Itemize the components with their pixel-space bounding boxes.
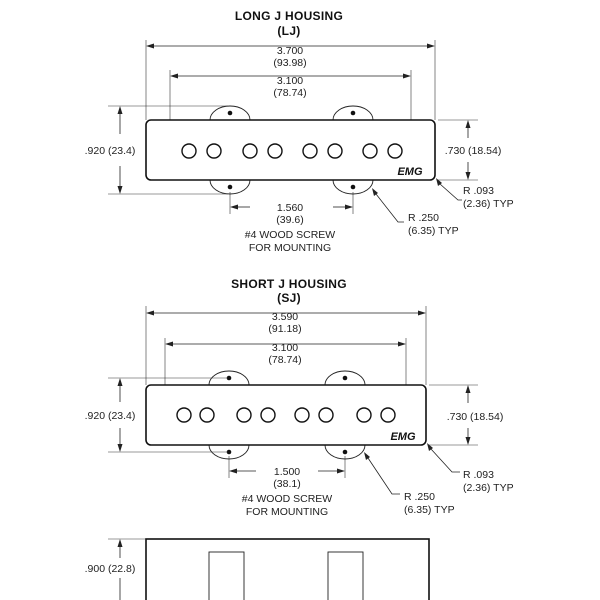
long-body-height-dimension: .730 (18.54) (438, 119, 502, 181)
long-corner-radius-callout: R .093 (2.36) TYP (436, 178, 514, 210)
short-height-label: .920 (23.4) (85, 410, 136, 422)
short-emg-logo: EMG (390, 431, 416, 443)
long-height-dimension: .920 (23.4) (85, 105, 228, 195)
short-screw-note-1: #4 WOOD SCREW (242, 493, 333, 505)
side-mounting-post (327, 551, 364, 600)
long-corner-radius-in: R .093 (463, 185, 494, 197)
pole-piece (318, 407, 334, 423)
pole-piece (380, 407, 396, 423)
pole-piece (176, 407, 192, 423)
long-pole-pieces (181, 143, 403, 159)
short-overall-in: 3.590 (272, 311, 298, 323)
short-inner-in: 3.100 (272, 342, 298, 354)
long-body-height-label: .730 (18.54) (445, 145, 502, 157)
long-housing-body (145, 119, 436, 181)
short-screw-hole (226, 375, 232, 381)
short-corner-radius-callout: R .093 (2.36) TYP (427, 443, 514, 494)
long-screw-hole (227, 184, 233, 190)
short-screw-note-2: FOR MOUNTING (246, 506, 328, 518)
short-title: SHORT J HOUSING (231, 277, 347, 291)
pole-piece (294, 407, 310, 423)
long-screw-spacing-mm: (39.6) (276, 214, 303, 226)
long-j-housing: LONG J HOUSING (LJ) 3.700 (93.98) 3.100 … (85, 9, 514, 254)
short-body-height-label: .730 (18.54) (447, 411, 504, 423)
long-screw-note-1: #4 WOOD SCREW (245, 229, 336, 241)
short-ear-radius-callout: R .250 (6.35) TYP (364, 452, 455, 516)
short-inner-mm: (78.74) (268, 354, 301, 366)
short-screw-spacing-mm: (38.1) (273, 478, 300, 490)
long-screw-note-2: FOR MOUNTING (249, 242, 331, 254)
short-screw-hole (226, 449, 232, 455)
short-housing-body (145, 384, 427, 446)
short-screw-spacing-dimension: 1.500 (38.1) (228, 456, 346, 490)
long-inner-mm: (78.74) (273, 87, 306, 99)
short-corner-radius-mm: (2.36) TYP (463, 482, 514, 494)
pole-piece (181, 143, 197, 159)
short-screw-hole (342, 375, 348, 381)
short-screw-spacing-in: 1.500 (274, 466, 300, 478)
long-code: (LJ) (277, 24, 300, 38)
long-ear-radius-callout: R .250 (6.35) TYP (372, 188, 459, 237)
long-screw-hole (350, 184, 356, 190)
long-ear-radius-in: R .250 (408, 212, 439, 224)
short-ear-radius-mm: (6.35) TYP (404, 504, 455, 516)
side-height-dimension: .900 (22.8) (85, 538, 146, 600)
short-overall-dimension: 3.590 (91.18) (145, 306, 427, 385)
long-inner-in: 3.100 (277, 75, 303, 87)
long-screw-hole (350, 110, 356, 116)
short-height-dimension: .920 (23.4) (85, 377, 228, 453)
pole-piece (302, 143, 318, 159)
short-code: (SJ) (277, 291, 301, 305)
long-title: LONG J HOUSING (235, 9, 343, 23)
long-screw-hole (227, 110, 233, 116)
short-overall-mm: (91.18) (268, 323, 301, 335)
side-housing-body (145, 538, 430, 600)
pole-piece (260, 407, 276, 423)
side-mounting-post (208, 551, 245, 600)
pole-piece (236, 407, 252, 423)
short-screw-hole (342, 449, 348, 455)
long-overall-in: 3.700 (277, 45, 303, 57)
long-screw-spacing-dimension: 1.560 (39.6) (229, 192, 354, 226)
pole-piece (199, 407, 215, 423)
pole-piece (267, 143, 283, 159)
short-ear-radius-in: R .250 (404, 491, 435, 503)
long-overall-dimension: 3.700 (93.98) (145, 40, 436, 120)
side-view: .900 (22.8) (85, 538, 430, 600)
pole-piece (327, 143, 343, 159)
short-j-housing: SHORT J HOUSING (SJ) 3.590 (91.18) 3.100… (85, 277, 514, 518)
long-height-label: .920 (23.4) (85, 145, 136, 157)
short-body-height-dimension: .730 (18.54) (429, 384, 504, 446)
pole-piece (206, 143, 222, 159)
long-screw-spacing-in: 1.560 (277, 202, 303, 214)
pole-piece (242, 143, 258, 159)
long-corner-radius-mm: (2.36) TYP (463, 198, 514, 210)
short-pole-pieces (176, 407, 396, 423)
short-inner-dimension: 3.100 (78.74) (164, 338, 407, 402)
pole-piece (362, 143, 378, 159)
pole-piece (356, 407, 372, 423)
short-corner-radius-in: R .093 (463, 469, 494, 481)
pole-piece (387, 143, 403, 159)
long-ear-radius-mm: (6.35) TYP (408, 225, 459, 237)
side-height-label: .900 (22.8) (85, 563, 136, 575)
long-overall-mm: (93.98) (273, 57, 306, 69)
long-emg-logo: EMG (397, 166, 423, 178)
